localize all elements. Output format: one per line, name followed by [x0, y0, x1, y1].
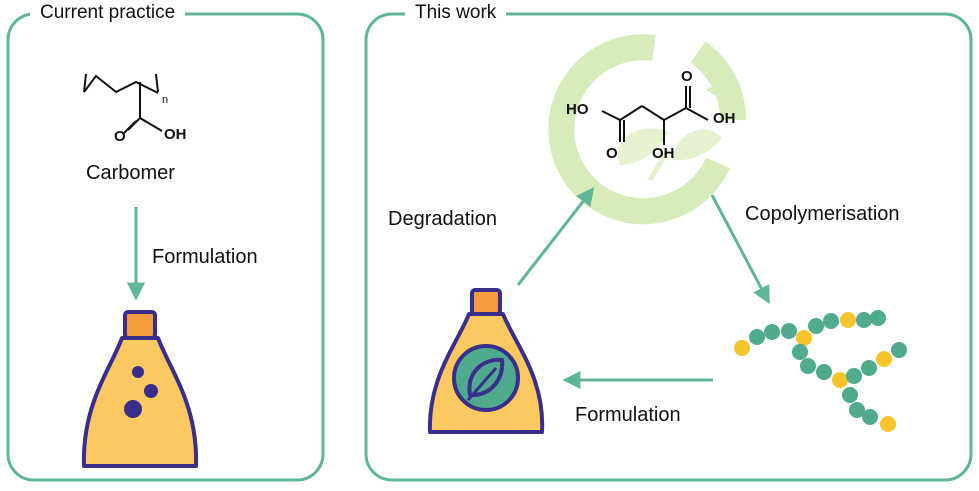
bead-green — [823, 313, 839, 329]
bead-yellow — [880, 416, 896, 432]
bead-green — [862, 409, 878, 425]
bead-green — [816, 364, 832, 380]
bead-green — [849, 402, 865, 418]
carbomer-oh-label: OH — [164, 126, 187, 143]
bottle-bubbles-icon — [81, 310, 199, 468]
degradation-arrow — [516, 187, 595, 286]
right-panel-title: This work — [405, 2, 507, 24]
right-panel-frame — [364, 12, 973, 482]
bead-yellow — [796, 330, 812, 346]
bead-green — [870, 310, 886, 326]
right-formulation-label: Formulation — [575, 404, 681, 426]
carbomer-o-label: O — [114, 128, 126, 145]
copolymer-chain-icon — [734, 310, 907, 432]
bead-green — [808, 318, 824, 334]
bead-green — [856, 312, 872, 328]
bead-yellow — [734, 340, 750, 356]
bead-green — [749, 329, 765, 345]
malic-o-left-label: O — [606, 145, 618, 162]
malic-oh-right-label: OH — [713, 110, 736, 127]
malic-o-right-label: O — [681, 68, 693, 85]
bead-green — [800, 358, 816, 374]
malic-acid-structure — [601, 86, 709, 145]
bead-green — [842, 387, 858, 403]
carbomer-subscript: n — [162, 94, 169, 106]
carbomer-name: Carbomer — [86, 162, 175, 184]
bead-yellow — [840, 312, 856, 328]
copolymerisation-label: Copolymerisation — [745, 203, 900, 225]
bead-green — [792, 344, 808, 360]
carbomer-structure — [83, 73, 163, 134]
bead-yellow — [832, 372, 848, 388]
malic-oh-bottom-label: OH — [652, 145, 675, 162]
copolymerisation-arrow — [710, 194, 770, 305]
bead-green — [846, 368, 862, 384]
degradation-label: Degradation — [388, 208, 497, 230]
bead-green — [764, 324, 780, 340]
bead-yellow — [876, 351, 892, 367]
left-panel-title: Current practice — [30, 2, 186, 24]
bottle-leaf-icon — [427, 288, 545, 434]
bead-green — [891, 342, 907, 358]
recycle-leaf-icon — [548, 34, 747, 225]
left-formulation-label: Formulation — [152, 246, 258, 268]
bead-green — [781, 323, 797, 339]
malic-ho-label: HO — [566, 101, 589, 118]
bead-green — [861, 360, 877, 376]
